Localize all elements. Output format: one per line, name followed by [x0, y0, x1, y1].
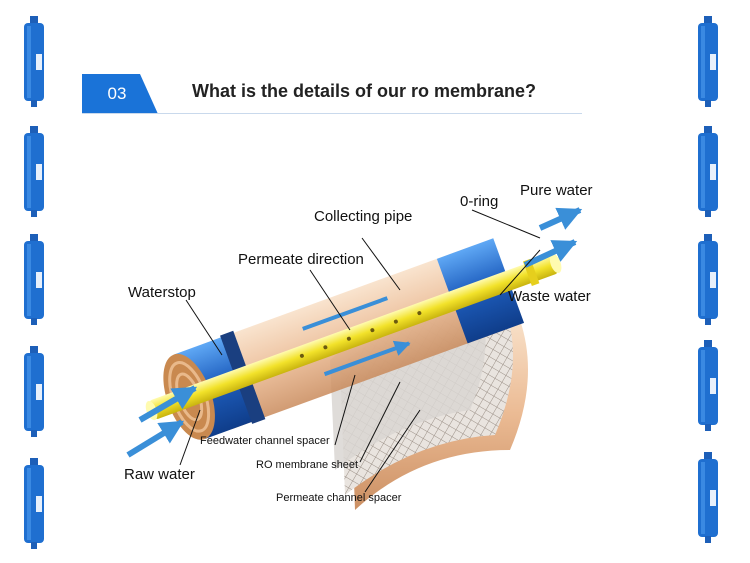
label-o-ring: 0-ring	[460, 193, 499, 210]
collecting-pipe	[149, 255, 558, 419]
label-ro-membrane-sheet: RO membrane sheet	[256, 459, 359, 471]
left-filter-column	[14, 0, 54, 563]
ro-membrane-filter-icon	[698, 126, 718, 217]
ro-membrane-filter-icon	[24, 458, 44, 549]
ro-membrane-filter-icon	[698, 340, 718, 431]
permeate-flow-arrows	[302, 296, 409, 377]
section-title: What is the details of our ro membrane?	[192, 81, 537, 101]
label-permeate-direction: Permeate direction	[238, 251, 364, 268]
pure-water-arrow	[538, 207, 583, 231]
label-feedwater-channel-spacer: Feedwater channel spacer	[200, 435, 330, 447]
right-filter-column	[688, 0, 728, 563]
ro-membrane-filter-icon	[24, 16, 44, 107]
ro-membrane-filter-icon	[24, 126, 44, 217]
label-waste-water: Waste water	[508, 288, 591, 305]
ro-membrane-filter-icon	[698, 452, 718, 543]
ro-membrane-filter-icon	[698, 16, 718, 107]
ro-membrane-filter-icon	[24, 234, 44, 325]
raw-water-arrow	[126, 419, 185, 458]
section-header: 03 What is the details of our ro membran…	[82, 74, 582, 114]
raw-water-arrow	[138, 385, 198, 423]
header-divider	[82, 113, 582, 114]
section-number: 03	[107, 84, 127, 103]
label-waterstop: Waterstop	[128, 284, 196, 301]
label-pure-water: Pure water	[520, 182, 593, 199]
ro-membrane-filter-icon	[698, 234, 718, 325]
section-number-badge	[82, 74, 158, 114]
ro-membrane-illustration	[126, 207, 583, 510]
ro-membrane-filter-icon	[24, 346, 44, 437]
ro-membrane-diagram: Pure water 0-ring Collecting pipe Permea…	[100, 150, 640, 530]
label-permeate-channel-spacer: Permeate channel spacer	[276, 492, 402, 504]
label-collecting-pipe: Collecting pipe	[314, 208, 413, 225]
label-raw-water: Raw water	[124, 466, 195, 483]
waste-water-arrow	[523, 239, 578, 268]
